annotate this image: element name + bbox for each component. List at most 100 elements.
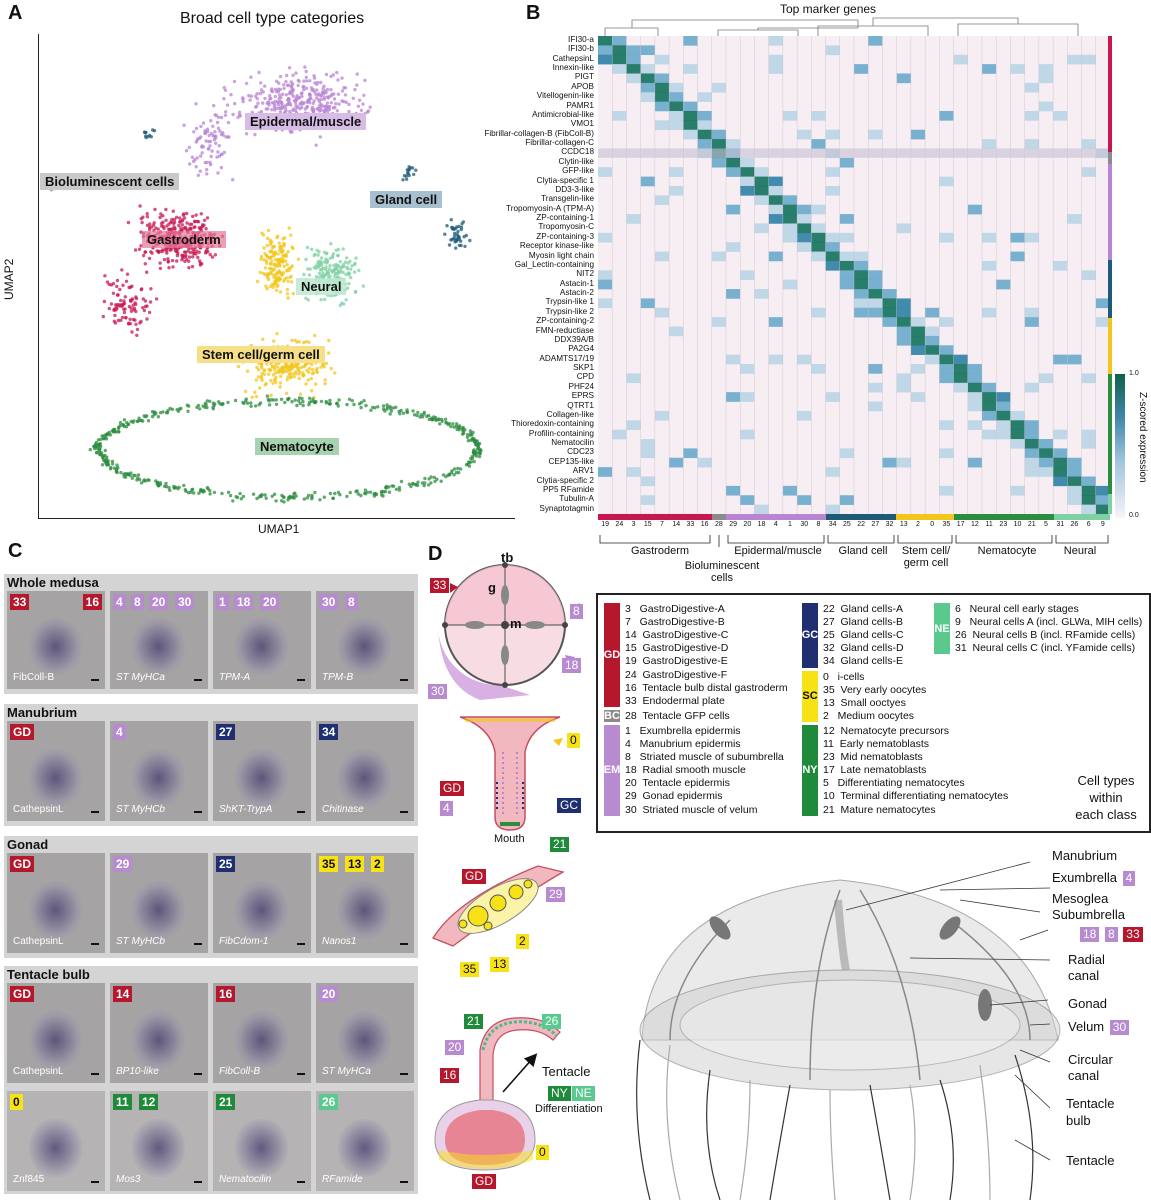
scale-bar: [194, 679, 202, 681]
legend-item: 9 Neural cells A (incl. GLWa, MIH cells): [955, 616, 1143, 629]
umap-point: [329, 74, 333, 79]
gene-label: CDC23: [567, 447, 594, 457]
photo-caption: Nematocilin: [219, 1174, 272, 1185]
umap-point: [289, 375, 293, 379]
umap-point: [369, 408, 373, 412]
umap-point: [300, 94, 304, 99]
heatmap-cell: [1024, 467, 1039, 477]
umap-point: [309, 389, 314, 393]
umap-point: [119, 318, 123, 322]
umap-point: [125, 472, 129, 476]
umap-point: [289, 274, 293, 279]
umap-point: [253, 132, 257, 137]
umap-point: [147, 256, 152, 261]
umap-point: [264, 496, 268, 500]
heatmap-cell: [797, 129, 812, 140]
umap-point: [340, 76, 344, 80]
umap-point: [318, 135, 322, 139]
umap-point: [289, 103, 293, 107]
umap-point: [94, 442, 98, 446]
umap-point: [151, 128, 155, 132]
heatmap-cell: [654, 251, 670, 262]
umap-point: [307, 99, 311, 103]
heatmap-cell: [1053, 448, 1068, 459]
umap-point: [222, 97, 226, 101]
umap-point: [217, 154, 222, 158]
anat-manubrium: Manubrium: [1052, 848, 1118, 863]
heatmap-cell: [768, 251, 783, 262]
legend-class-gc: GC: [802, 603, 818, 668]
umap-point: [352, 402, 356, 407]
umap-point: [190, 155, 195, 159]
umap-point: [317, 109, 322, 113]
umap-point: [245, 369, 250, 373]
umap-point: [283, 364, 287, 369]
umap-point: [145, 317, 149, 321]
umap-point: [266, 107, 270, 111]
umap-point: [333, 371, 337, 375]
heatmap-cell: [982, 307, 997, 318]
umap-point: [472, 459, 476, 464]
umap-point: [363, 78, 367, 83]
label-stem: Stem cell/germ cell: [197, 346, 325, 363]
umap-point: [256, 375, 261, 379]
umap-point: [128, 317, 132, 321]
heatmap-cell: [1010, 439, 1025, 449]
legend-class-bc: BC: [604, 709, 620, 722]
umap-point: [327, 338, 331, 343]
gene-label: DD3-3-like: [555, 184, 594, 194]
heatmap-cell: [598, 279, 613, 290]
anat-exumbrella-text: Exumbrella: [1052, 870, 1118, 885]
photo-caption: BP10-like: [116, 1066, 159, 1077]
umap-point: [452, 234, 457, 238]
legend-item: 10 Terminal differentiating nematocytes: [823, 790, 1009, 803]
umap-point: [203, 401, 208, 406]
umap-point: [212, 490, 217, 495]
umap-point: [333, 491, 337, 496]
umap-point: [266, 273, 270, 278]
cluster-badge: 8: [345, 594, 358, 610]
heatmap: [598, 36, 1110, 514]
heatmap-cell: [811, 242, 826, 252]
heatmap-cell: [683, 120, 698, 131]
umap-point: [184, 226, 188, 231]
heatmap-cell: [640, 448, 655, 459]
umap-point: [269, 249, 274, 253]
umap-point: [135, 333, 139, 337]
gene-label: ADAMTS17/19: [539, 353, 594, 363]
umap-point: [148, 300, 153, 304]
cluster-number: 5: [1044, 521, 1048, 528]
umap-point: [249, 75, 253, 79]
heatmap-cell: [598, 36, 613, 46]
cluster-badge: 34: [319, 724, 339, 740]
umap-point: [217, 144, 221, 148]
cluster-badge: 8: [131, 594, 144, 610]
umap-point: [122, 310, 127, 315]
umap-point: [272, 339, 276, 343]
umap-point: [302, 497, 306, 501]
umap-point: [299, 102, 304, 106]
umap-point: [291, 372, 295, 376]
heatmap-cell: [697, 457, 712, 468]
umap-point: [209, 154, 213, 159]
umap-point: [422, 483, 426, 488]
umap-point: [168, 248, 172, 252]
photo-caption: CathepsinL: [13, 1066, 64, 1077]
umap-point: [177, 407, 182, 411]
cluster-badge: 1: [216, 594, 229, 610]
umap-point: [307, 273, 312, 277]
umap-point: [350, 399, 354, 403]
umap-point: [354, 489, 358, 494]
cluster-badge: GD: [10, 856, 34, 872]
umap-point: [294, 71, 298, 75]
cluster-number: 24: [615, 521, 624, 528]
umap-point: [184, 489, 188, 493]
heatmap-cell: [669, 92, 684, 102]
cluster-number: 35: [942, 521, 951, 528]
umap-point: [274, 288, 279, 292]
cluster-number: 30: [800, 521, 809, 528]
umap-point: [158, 261, 162, 265]
heatmap-cell: [1024, 457, 1039, 468]
cluster-number: 11: [985, 521, 993, 528]
